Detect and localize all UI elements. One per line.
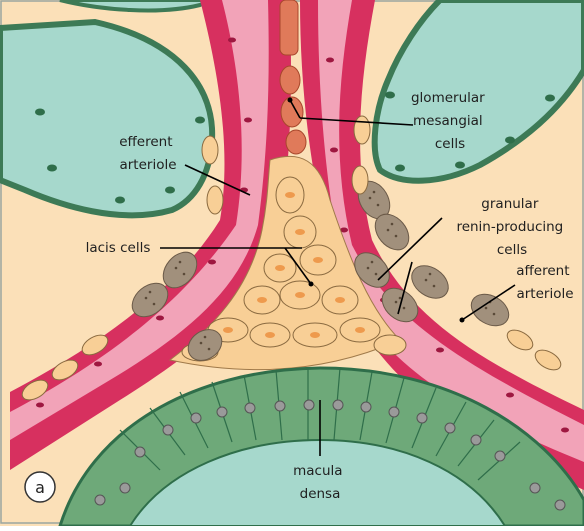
label-line: arteriole bbox=[516, 286, 573, 302]
label-line: cells bbox=[497, 242, 527, 258]
label-line: cells bbox=[435, 136, 465, 152]
label-line: lacis cells bbox=[86, 240, 151, 256]
leader-dot-mesangial bbox=[288, 98, 293, 103]
label-lacis-cells: lacis cells bbox=[86, 240, 151, 256]
label-line: arteriole bbox=[119, 157, 176, 173]
label-line: mesangial bbox=[413, 113, 483, 129]
figure-label: a bbox=[35, 478, 45, 497]
label-line: efferent bbox=[119, 134, 172, 150]
leader-dot-afferent bbox=[460, 318, 465, 323]
leader-dot-lacis bbox=[309, 282, 314, 287]
label-line: densa bbox=[300, 486, 341, 502]
label-line: afferent bbox=[516, 263, 569, 279]
label-line: renin-producing bbox=[456, 219, 563, 235]
label-line: glomerular bbox=[411, 90, 485, 106]
label-line: macula bbox=[293, 463, 342, 479]
label-line: granular bbox=[481, 196, 539, 212]
